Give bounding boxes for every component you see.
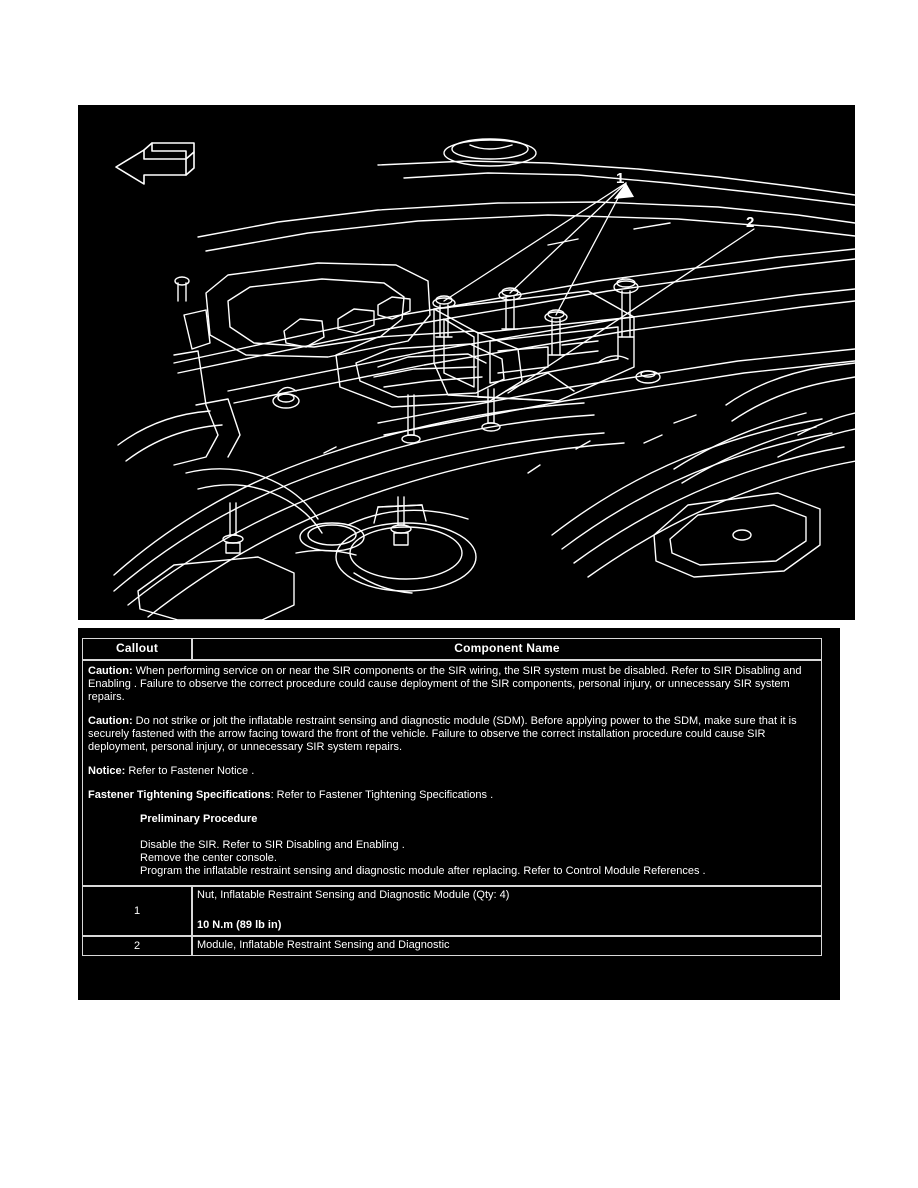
notes-row: Caution: When performing service on or n…: [82, 660, 822, 886]
note-label: Caution:: [88, 715, 133, 727]
front-of-vehicle-arrow: [115, 142, 195, 185]
preliminary-step: Program the inflatable restraint sensing…: [140, 865, 706, 877]
note-fastener-tightening-specs: Fastener Tightening Specifications: Refe…: [88, 789, 815, 802]
note-text: : Refer to Fastener Tightening Specifica…: [270, 789, 494, 801]
preliminary-procedure-steps: Disable the SIR. Refer to SIR Disabling …: [140, 839, 815, 878]
note-text: When performing service on or near the S…: [88, 665, 802, 703]
note-caution-sir-disable: Caution: When performing service on or n…: [88, 665, 815, 704]
row-component-cell: Module, Inflatable Restraint Sensing and…: [192, 936, 822, 956]
preliminary-step: Remove the center console.: [140, 852, 277, 864]
preliminary-step: Disable the SIR. Refer to SIR Disabling …: [140, 839, 405, 851]
notes-cell: Caution: When performing service on or n…: [82, 660, 822, 886]
sdm-module: [433, 290, 635, 402]
note-label: Notice:: [88, 765, 126, 777]
note-caution-sdm-handling: Caution: Do not strike or jolt the infla…: [88, 715, 815, 754]
note-label: Caution:: [88, 665, 133, 677]
note-text: Do not strike or jolt the inflatable res…: [88, 715, 797, 753]
mounting-studs: [432, 278, 639, 356]
callout-leader-lines: [443, 182, 755, 394]
illustration-panel: 1 2: [78, 105, 855, 620]
illustration-callout-1: 1: [616, 170, 625, 187]
note-fastener-notice: Notice: Refer to Fastener Notice .: [88, 765, 815, 778]
row-callout-number: 2: [82, 936, 192, 956]
table-row: 2 Module, Inflatable Restraint Sensing a…: [82, 936, 822, 956]
row-component-cell: Nut, Inflatable Restraint Sensing and Di…: [192, 886, 822, 936]
header-component-name: Component Name: [192, 638, 822, 660]
table-header-row: Callout Component Name: [82, 638, 822, 660]
table-row: 1 Nut, Inflatable Restraint Sensing and …: [82, 886, 822, 936]
vehicle-floor-pan-line-drawing: [78, 105, 855, 620]
note-text: Refer to Fastener Notice .: [125, 765, 255, 777]
illustration-callout-2: 2: [746, 214, 755, 231]
preliminary-procedure-heading: Preliminary Procedure: [140, 813, 258, 825]
row-callout-number: 1: [82, 886, 192, 936]
component-spec-table: Callout Component Name Caution: When per…: [82, 638, 822, 956]
row-component-name: Module, Inflatable Restraint Sensing and…: [197, 939, 450, 951]
row-torque-spec: 10 N.m (89 lb in): [197, 919, 282, 931]
note-label: Fastener Tightening Specifications: [88, 789, 271, 801]
component-table-panel: Callout Component Name Caution: When per…: [78, 628, 840, 1000]
row-component-name: Nut, Inflatable Restraint Sensing and Di…: [197, 889, 510, 901]
header-callout: Callout: [82, 638, 192, 660]
